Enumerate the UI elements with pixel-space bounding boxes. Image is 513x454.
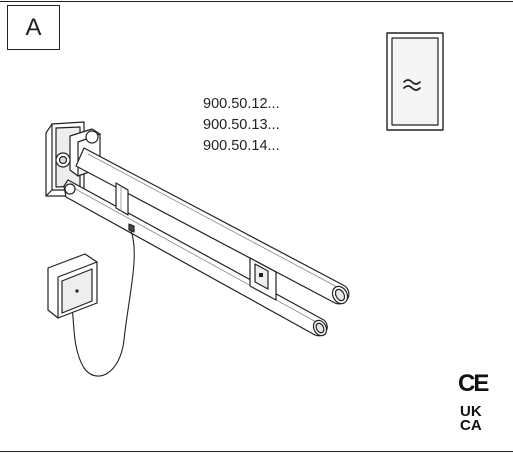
bar-connector-near — [115, 182, 129, 216]
cable-connector — [128, 223, 135, 233]
cable — [69, 230, 135, 377]
upper-bar — [75, 147, 350, 305]
model-number-list: 900.50.12... 900.50.13... 900.50.14... — [203, 94, 323, 157]
wave-symbol-panel — [386, 32, 444, 131]
top-rule — [0, 1, 513, 2]
section-label: A — [7, 5, 60, 50]
model-number: 900.50.14... — [203, 138, 280, 154]
model-number: 900.50.12... — [203, 96, 280, 112]
ce-mark: CE — [458, 370, 489, 397]
lower-bar — [63, 179, 328, 337]
wall-switch — [47, 253, 98, 319]
model-number: 900.50.13... — [203, 117, 280, 133]
section-letter: A — [25, 13, 42, 41]
bar-connector-switch — [249, 257, 277, 301]
bottom-rule — [0, 451, 513, 452]
approximately-equal-wave-icon — [403, 79, 421, 91]
